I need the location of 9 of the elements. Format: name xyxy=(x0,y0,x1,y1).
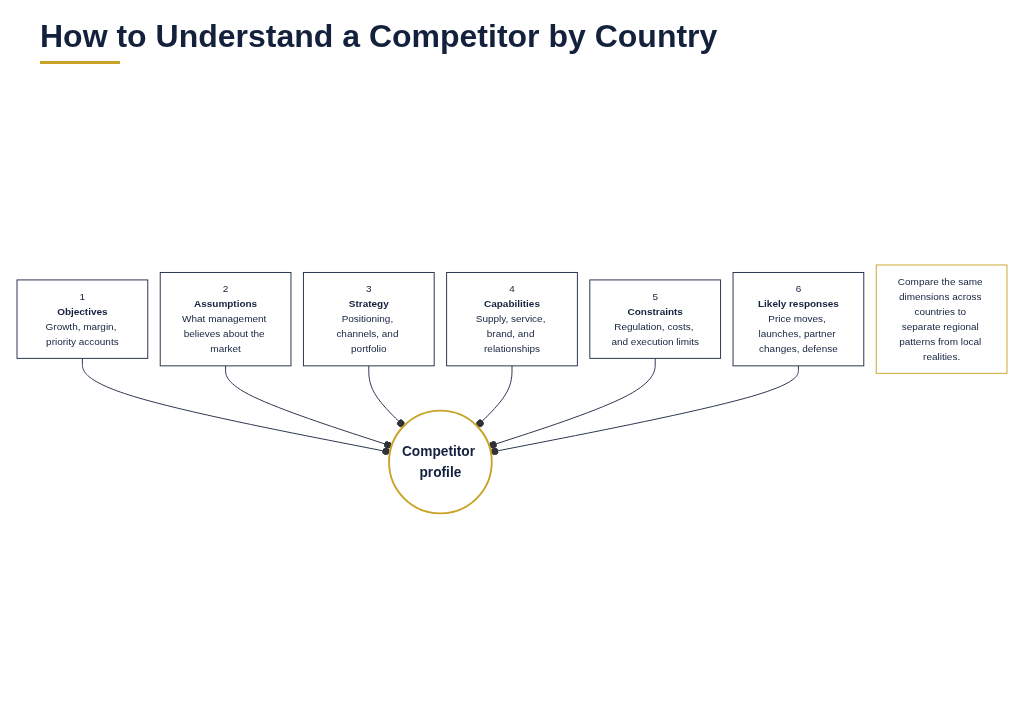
node-box: 1 Objectives Growth, margin, priority accounts xyxy=(16,279,149,359)
node-box: 3 Strategy Positioning, channels, and portfolio xyxy=(302,271,435,367)
node-box: 6 Likely responses Price moves, launches, partner changes, defense xyxy=(732,271,865,367)
node-circle: Competitor profile xyxy=(388,409,493,515)
node-box: 5 Constraints Regulation, costs, and execution limits xyxy=(589,279,722,359)
node-box: 2 Assumptions What management believes about the market xyxy=(159,271,292,367)
node-box: Compare the same dimensions across countries to separate regional patterns from local realities. xyxy=(875,264,1008,374)
title: How to Understand a Competitor by Country xyxy=(40,18,719,55)
node-box: 4 Capabilities Supply, service, brand, and relationships xyxy=(446,271,578,367)
